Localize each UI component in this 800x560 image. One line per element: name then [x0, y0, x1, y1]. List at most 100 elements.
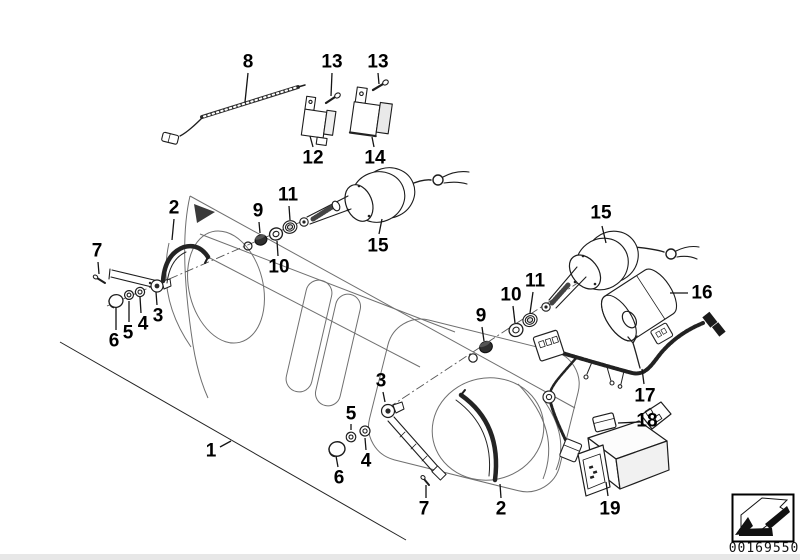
callout-leader: [219, 440, 232, 448]
callout-6: 6: [109, 308, 120, 352]
stay-bracket-right: [328, 389, 499, 486]
assembly-axis-right: [387, 258, 615, 409]
callout-leader: [481, 326, 485, 342]
callout-17: 17: [634, 368, 656, 407]
callout-7: 7: [92, 241, 103, 275]
callout-15: 15: [367, 218, 389, 257]
panel-corner-notch: [194, 204, 215, 223]
callout-leader: [139, 296, 142, 314]
callout-number[interactable]: 15: [367, 236, 389, 257]
front-panel-edge-line-part1: [59, 341, 407, 541]
callout-number[interactable]: 4: [361, 451, 372, 472]
grille-slot-a: [285, 279, 333, 393]
callout-number[interactable]: 11: [525, 271, 546, 292]
callout-number[interactable]: 6: [334, 468, 345, 489]
callout-number[interactable]: 18: [636, 411, 657, 432]
callout-number[interactable]: 10: [268, 257, 289, 278]
part-11-washer-left: [282, 220, 298, 234]
callout-number[interactable]: 13: [367, 52, 388, 73]
callout-leader: [499, 483, 502, 499]
spacer-ring-right: [468, 353, 478, 363]
callout-8: 8: [243, 52, 254, 103]
callout-number[interactable]: 3: [153, 306, 164, 327]
callout-leader: [335, 455, 339, 468]
part-13-screw-left: [324, 92, 341, 105]
page-bottom-strip: [0, 554, 800, 560]
callout-number[interactable]: 9: [253, 201, 264, 222]
footer: 00169550: [0, 493, 800, 560]
callout-11: 11: [525, 271, 546, 314]
part-2-trim-left: [160, 243, 211, 284]
callout-number[interactable]: 10: [500, 285, 521, 306]
image-code: 00169550: [729, 541, 800, 556]
callout-leader: [258, 221, 261, 234]
part-7-screw-left: [92, 274, 106, 284]
panel-top-edge: [189, 195, 576, 409]
callout-3: 3: [376, 371, 387, 403]
callout-leader: [601, 225, 607, 244]
callout-number[interactable]: 3: [376, 371, 387, 392]
callout-number[interactable]: 19: [599, 499, 620, 520]
callout-5: 5: [123, 301, 134, 344]
callout-number[interactable]: 5: [123, 323, 134, 344]
callout-number[interactable]: 17: [634, 386, 655, 407]
callout-leader: [641, 368, 645, 385]
callout-leader: [371, 136, 375, 148]
callout-19: 19: [599, 481, 621, 520]
callout-number[interactable]: 2: [496, 499, 507, 520]
headlight-arc-right-inner: [542, 398, 562, 471]
callout-number[interactable]: 4: [138, 314, 149, 335]
callout-number[interactable]: 7: [419, 499, 430, 520]
callout-10: 10: [500, 285, 522, 324]
part-2-trim-right: [458, 392, 499, 483]
part-4-nut-right: [359, 425, 371, 437]
part-5-nut-right: [345, 431, 357, 443]
callout-leader: [171, 218, 175, 241]
part-9-grommet-right: [479, 340, 493, 354]
part-4-nut-left: [134, 286, 146, 298]
part-16-cover: [600, 268, 678, 342]
part-18-connector-block: [592, 412, 617, 433]
callout-leader: [288, 205, 291, 221]
grille-slot-b: [314, 293, 362, 407]
callout-number[interactable]: 14: [364, 148, 386, 169]
callout-10: 10: [268, 240, 290, 278]
callout-number[interactable]: 12: [302, 148, 323, 169]
callout-5: 5: [346, 404, 357, 430]
callout-number[interactable]: 11: [278, 185, 299, 206]
callout-number[interactable]: 13: [321, 52, 342, 73]
callout-leader: [382, 391, 386, 403]
callout-number[interactable]: 7: [92, 241, 103, 262]
callout-2: 2: [169, 198, 180, 241]
part-8-rod: [161, 84, 306, 145]
panel-crease-lower: [205, 255, 421, 368]
callout-number[interactable]: 2: [169, 198, 180, 219]
callout-leader: [97, 261, 100, 275]
callout-number[interactable]: 9: [476, 306, 487, 327]
part-6-cap-left: [108, 294, 124, 309]
bracket-arm-left: [108, 268, 159, 289]
callout-number[interactable]: 5: [346, 404, 357, 425]
part-10-nut-left: [268, 227, 284, 241]
part-15-horn-right: [541, 230, 700, 312]
callout-number[interactable]: 6: [109, 331, 120, 352]
callout-4: 4: [138, 296, 149, 335]
part-15-horn-left: [299, 167, 470, 227]
callout-2: 2: [496, 483, 507, 520]
headlight-arc-left: [165, 242, 192, 348]
headlight-arc-right-outer: [517, 383, 550, 480]
callout-number[interactable]: 16: [691, 283, 712, 304]
callout-number[interactable]: 8: [243, 52, 254, 73]
callout-number[interactable]: 1: [206, 441, 217, 462]
callout-leader: [605, 481, 609, 497]
part-6-cap-right: [328, 441, 346, 458]
spacer-ring-left: [243, 241, 253, 251]
callout-leader: [377, 72, 380, 85]
part-3-pivot-right: [380, 401, 405, 419]
stay-bracket-left: [92, 243, 211, 309]
callout-number[interactable]: 15: [590, 203, 612, 224]
part-19-relay: [577, 401, 672, 497]
part-5-nut-left: [123, 289, 135, 301]
